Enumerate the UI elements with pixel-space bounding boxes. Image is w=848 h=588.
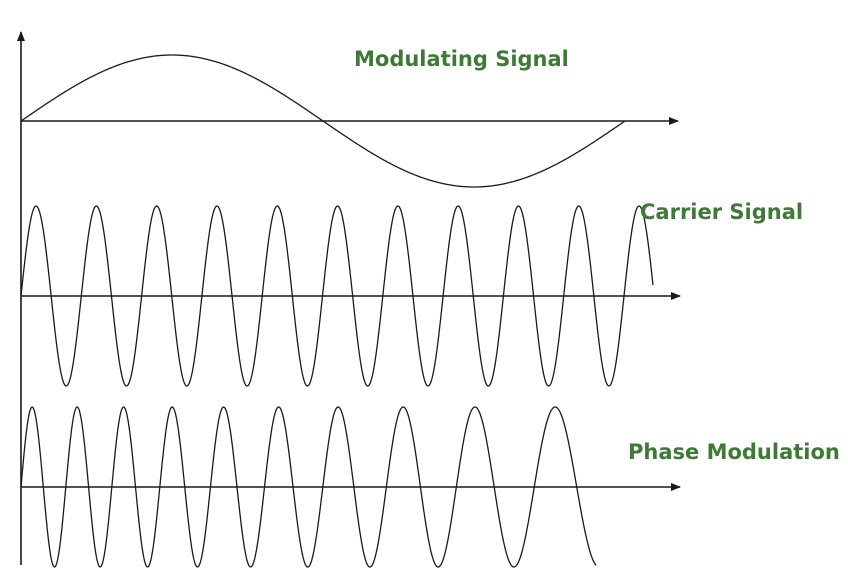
- carrier-signal-wave: [20, 205, 654, 387]
- phase-modulated-wave: [20, 406, 597, 568]
- modulating-signal-wave: [20, 54, 626, 188]
- phase-modulation-label: Phase Modulation: [628, 440, 840, 464]
- carrier-signal-label: Carrier Signal: [640, 200, 804, 224]
- modulating-signal-label: Modulating Signal: [354, 47, 569, 71]
